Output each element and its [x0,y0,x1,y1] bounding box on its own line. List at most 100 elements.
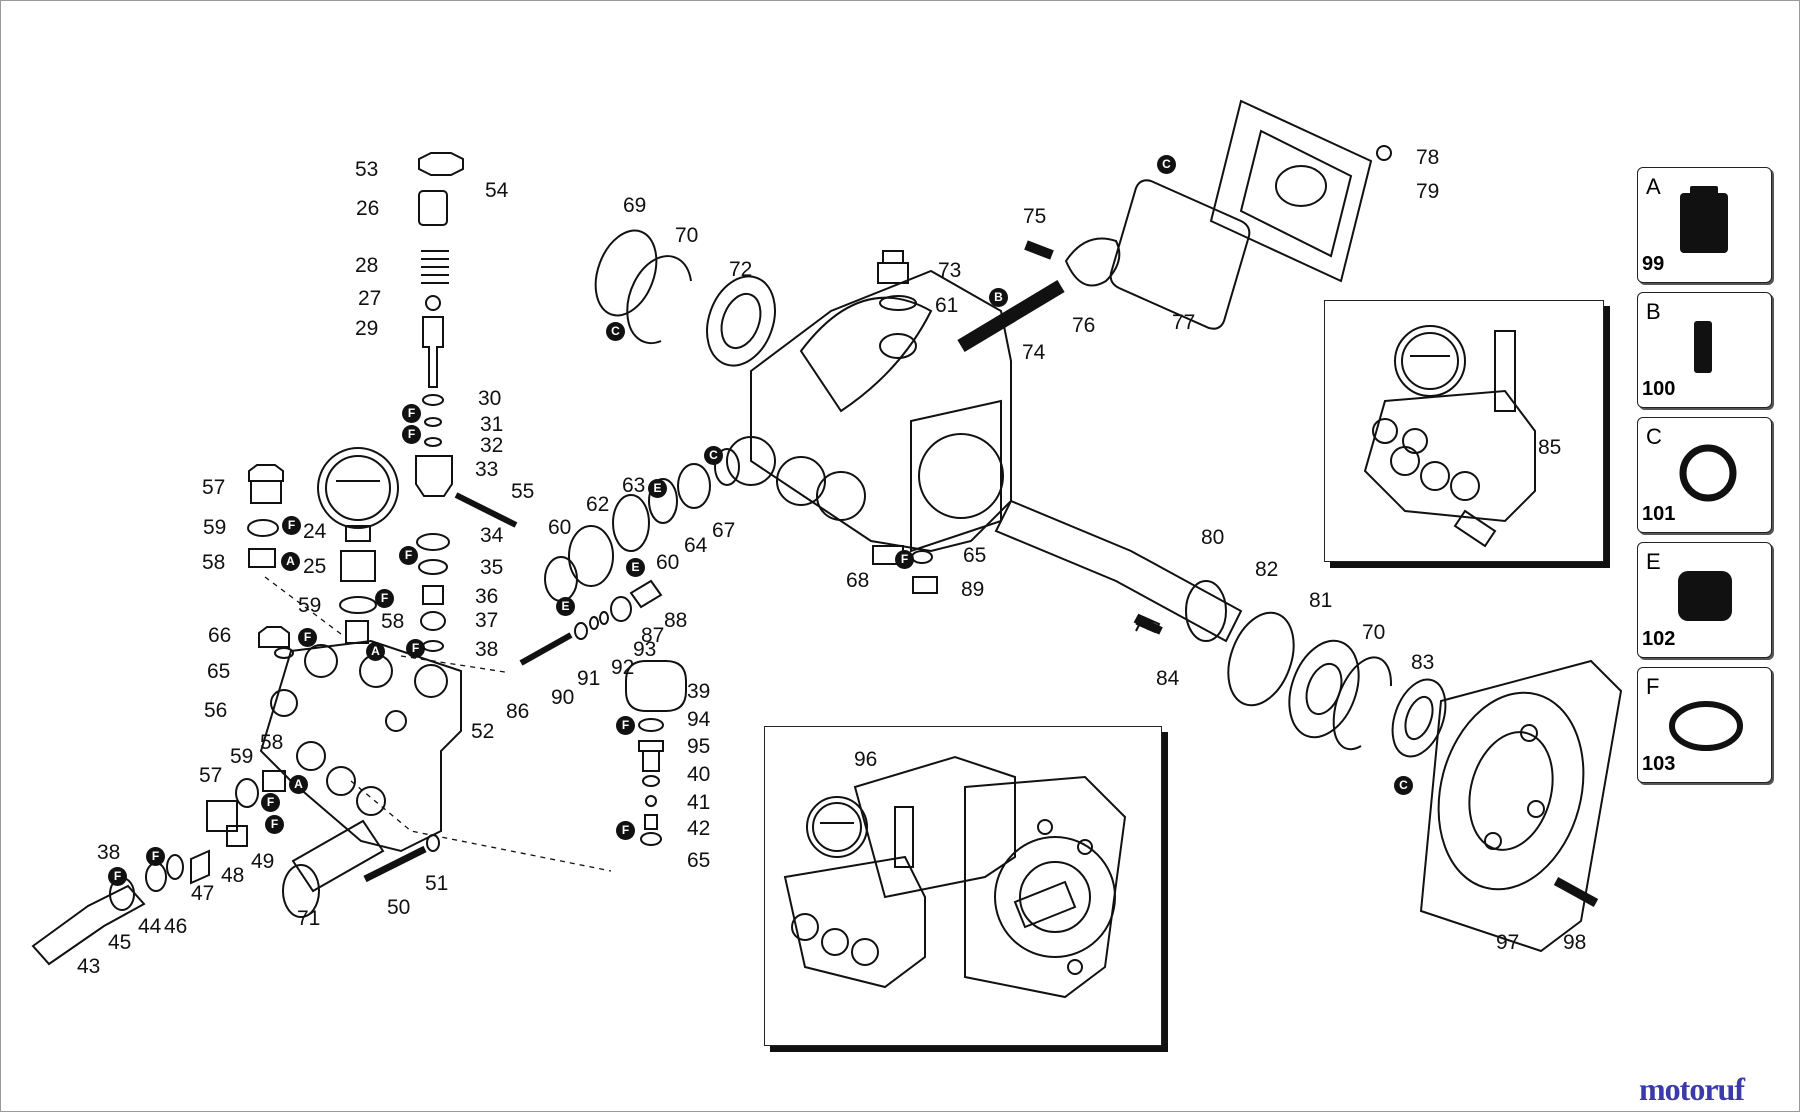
pump-assembly-drawing [783,755,1127,999]
badge-c: C [1394,776,1413,795]
part-label: 69 [623,194,647,217]
part-label: 77 [1172,311,1196,334]
part-label: 74 [1022,341,1046,364]
part-label: 58 [381,610,405,633]
bearing-72 [706,275,776,367]
kit-number: 100 [1642,378,1676,400]
part-label: 29 [355,317,379,340]
part-label: 42 [687,817,711,840]
badge-a: A [281,552,300,571]
flange-cover-97 [1419,659,1623,953]
part-label: 54 [485,179,509,202]
part-label: 31 [480,413,504,436]
part-label: 59 [230,745,254,768]
part-label: 73 [938,259,962,282]
kit-f: F 103 [1637,667,1772,783]
part-label: 43 [77,955,101,978]
badge-f: F [616,821,635,840]
part-label: 49 [251,850,275,873]
part-label: 28 [355,254,379,277]
part-label: 83 [1411,651,1435,674]
kit-letter: C [1646,424,1662,449]
cover-79 [1209,99,1373,283]
part-label: 45 [108,931,132,954]
part-label: 65 [963,544,987,567]
part-label: 60 [656,551,680,574]
part-label: 95 [687,735,711,758]
bolt-98 [1553,877,1599,907]
part-label: 78 [1416,146,1440,169]
kit-e: E 102 [1637,542,1772,658]
part-label: 51 [425,872,449,895]
part-label: 59 [203,516,227,539]
part-label: 34 [480,524,504,547]
badge-a: A [366,642,385,661]
part-label: 94 [687,708,711,731]
part-label: 37 [475,609,499,632]
pin-55 [454,492,518,528]
part-label: 39 [687,680,711,703]
inset-assembly-96 [764,726,1162,1046]
pin-icon [1694,321,1712,373]
part-label: 65 [207,660,231,683]
badge-f: F [108,867,127,886]
o-ring-icon [1669,701,1743,751]
part-label: 32 [480,434,504,457]
part-label: 40 [687,763,711,786]
part-label: 75 [1023,205,1047,228]
part-label: 66 [208,624,232,647]
key-84 [1135,614,1161,634]
part-label: 46 [164,915,188,938]
badge-e: E [556,597,575,616]
valve-seat-33 [415,455,453,497]
part-label: 93 [633,638,657,661]
part-label: 47 [191,882,215,905]
part-label: 63 [622,474,646,497]
kit-letter: E [1646,549,1661,574]
kit-number: 101 [1642,503,1676,525]
kit-letter: F [1646,674,1660,699]
coupler-71 [291,819,385,893]
gasket-77 [1109,179,1251,330]
part-label: 64 [684,534,708,557]
part-label: 53 [355,158,379,181]
inset-assembly-85 [1324,300,1604,562]
part-label: 97 [1496,931,1520,954]
part-label: 60 [548,516,572,539]
screw-cap-icon [1680,186,1728,253]
watermark: motoruf [1639,1071,1745,1108]
badge-f: F [402,425,421,444]
kit-letter: A [1646,174,1661,199]
part-label: 92 [611,656,635,679]
part-label: 30 [478,387,502,410]
part-label: 80 [1201,526,1225,549]
part-label: 96 [854,748,878,771]
badge-f: F [265,815,284,834]
kit-c: C 101 [1637,417,1772,533]
part-label: 41 [687,791,711,814]
part-label: 88 [664,609,688,632]
kit-number: 102 [1642,628,1676,650]
badge-a: A [289,775,308,794]
crankcase [750,269,1012,553]
kit-number: 103 [1642,753,1676,775]
badge-f: F [261,793,280,812]
pin-74 [957,279,1065,353]
gasket-icon [1679,444,1737,502]
part-label: 25 [303,555,327,578]
part-label: 72 [729,258,753,281]
part-label: 71 [297,907,321,930]
part-label: 58 [260,731,284,754]
part-label: 38 [97,841,121,864]
part-label: 36 [475,585,499,608]
part-label: 48 [221,864,245,887]
part-label: 26 [356,197,380,220]
part-label: 52 [471,720,495,743]
pressure-gauge-24 [317,447,399,529]
badge-f: F [399,546,418,565]
badge-e: E [648,479,667,498]
part-label: 90 [551,686,575,709]
plug-26 [418,190,448,226]
part-label: 68 [846,569,870,592]
